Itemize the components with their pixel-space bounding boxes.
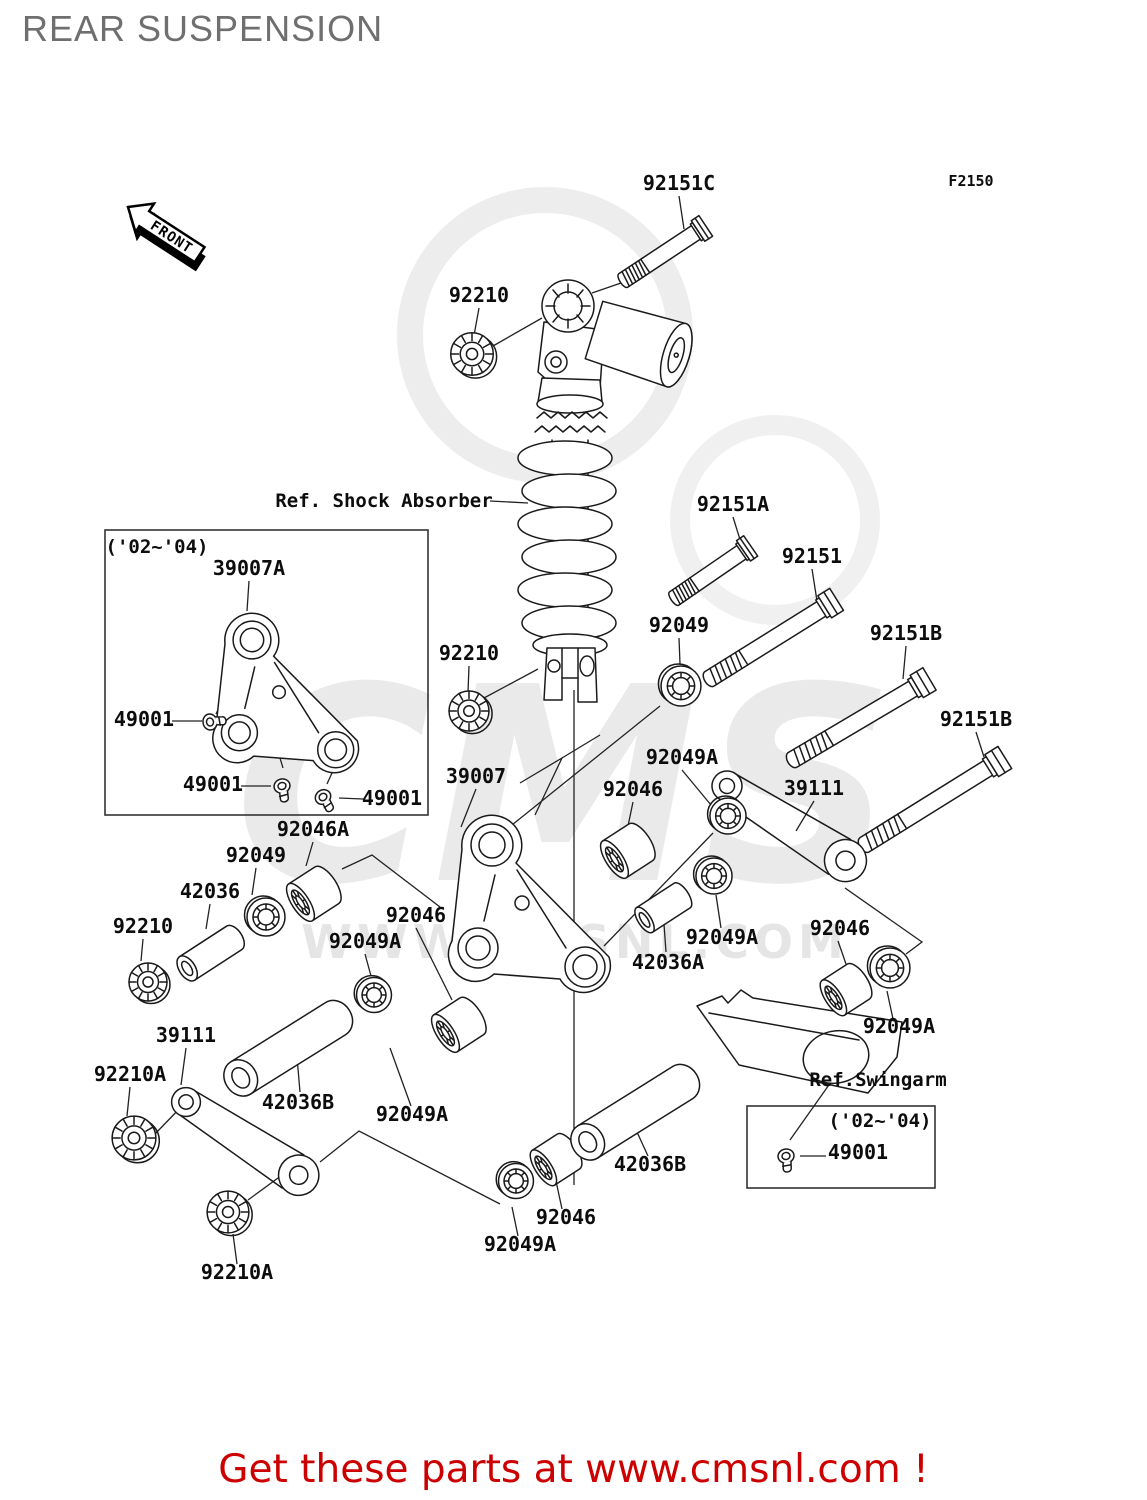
front-direction-badge: FRONT: [126, 202, 207, 272]
part-label-92210-bottomleft: 92210: [113, 914, 173, 938]
part-label-92049a-bottom: 92049A: [484, 1232, 556, 1256]
part-label-92049a-mid2: 92049A: [686, 925, 758, 949]
seal-92049a-left-drawing: [353, 974, 393, 1014]
part-label-92046a: 92046A: [277, 817, 349, 841]
footer-text: Get these parts at www.cmsnl.com !: [218, 1447, 929, 1492]
part-label-42036b-left: 42036B: [262, 1090, 334, 1114]
part-label-49001-swingarm: 49001: [828, 1140, 888, 1164]
shock-absorber-drawing: [518, 280, 698, 702]
part-label-42036: 42036: [180, 879, 240, 903]
collar-42036b-left-drawing: [215, 992, 361, 1104]
part-label-year-note-box1: ('02~'04): [106, 536, 209, 558]
front-arrow-icon: [126, 202, 207, 264]
part-label-92210a-left: 92210A: [94, 1062, 166, 1086]
part-label-figure-code: F2150: [948, 172, 993, 190]
part-label-92049a-left: 92049A: [329, 929, 401, 953]
watermark-swirl-2: [670, 415, 880, 625]
page-title: REAR SUSPENSION: [22, 8, 384, 49]
nut-92210-bottomleft-drawing: [128, 962, 171, 1005]
part-label-49001-left: 49001: [114, 707, 174, 731]
part-label-92046-lowerleft: 92046: [386, 903, 446, 927]
watermark-logo-text: CMS: [234, 629, 895, 944]
part-label-ref-shock-absorber: Ref. Shock Absorber: [275, 490, 492, 512]
reservoir: [584, 298, 698, 390]
part-label-92049a-right: 92049A: [863, 1014, 935, 1038]
part-label-92151: 92151: [782, 544, 842, 568]
part-label-92049a-mid: 92049A: [646, 745, 718, 769]
part-label-39007a: 39007A: [213, 556, 285, 580]
nut-92210a-bottom-drawing: [206, 1190, 254, 1237]
part-label-42036b-bottom: 42036B: [614, 1152, 686, 1176]
part-label-92151b-1: 92151B: [870, 621, 942, 645]
part-label-year-note-box2: ('02~'04): [829, 1110, 932, 1132]
collar-42036b-bottom-drawing: [562, 1056, 708, 1168]
bushing-92046-lowerleft-drawing: [425, 992, 493, 1058]
seal-92049a-right-drawing: [866, 945, 911, 989]
part-label-92210-top: 92210: [449, 283, 509, 307]
part-label-49001-right: 49001: [362, 786, 422, 810]
detail-box-linkage-02-04: [104, 529, 429, 816]
seal-92049a-bottom-drawing: [495, 1160, 535, 1200]
part-label-39111-left: 39111: [156, 1023, 216, 1047]
part-label-92049-left: 92049: [226, 843, 286, 867]
part-label-92210a-bottom: 92210A: [201, 1260, 273, 1284]
collar-42036-drawing: [172, 921, 250, 986]
part-label-42036a: 42036A: [632, 950, 704, 974]
swingarm-bracket-drawing: [697, 990, 902, 1093]
part-label-ref-swingarm: Ref.Swingarm: [809, 1069, 946, 1091]
part-label-92049a-bottommid: 92049A: [376, 1102, 448, 1126]
part-label-92151a: 92151A: [697, 492, 769, 516]
part-label-39007: 39007: [446, 764, 506, 788]
grease-fitting-49001-swingarm: [776, 1146, 798, 1174]
detail-box-swingarm-02-04: [746, 1105, 936, 1189]
part-label-92049-right: 92049: [649, 613, 709, 637]
part-label-49001-mid: 49001: [183, 772, 243, 796]
part-label-92151b-2: 92151B: [940, 707, 1012, 731]
nut-92210a-left-drawing: [111, 1115, 161, 1164]
part-label-92210-mid: 92210: [439, 641, 499, 665]
part-label-92046-right: 92046: [810, 916, 870, 940]
part-label-92046-bottom: 92046: [536, 1205, 596, 1229]
part-label-39111-right: 39111: [784, 776, 844, 800]
part-label-92151c: 92151C: [643, 171, 715, 195]
nut-92210-top-drawing: [449, 331, 498, 379]
part-label-92046-mid: 92046: [603, 777, 663, 801]
